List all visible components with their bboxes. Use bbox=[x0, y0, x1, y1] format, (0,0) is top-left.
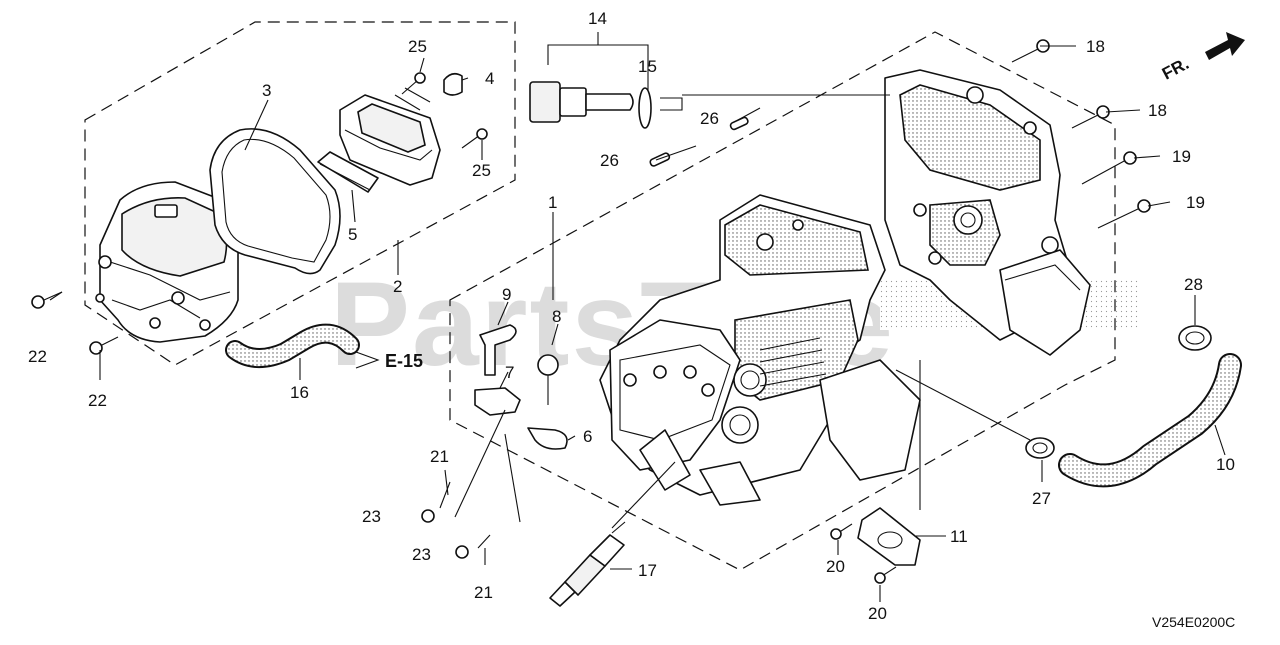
callout-6: 6 bbox=[583, 427, 592, 446]
cylinder-assembly-outline bbox=[449, 31, 1116, 571]
callout-19b: 19 bbox=[1186, 193, 1205, 212]
callout-3: 3 bbox=[262, 81, 271, 100]
callout-11: 11 bbox=[950, 527, 968, 546]
dowel-pins bbox=[649, 116, 749, 167]
hose-clamp-28 bbox=[1178, 325, 1212, 351]
callout-labels: 1 2 3 4 5 6 7 8 9 10 11 14 15 16 17 18 1… bbox=[28, 9, 1235, 623]
callout-18b: 18 bbox=[1148, 101, 1167, 120]
callout-7: 7 bbox=[505, 363, 514, 382]
callout-26b: 26 bbox=[600, 151, 619, 170]
callout-21a: 21 bbox=[430, 447, 449, 466]
breather-housing bbox=[339, 87, 441, 186]
spark-plug bbox=[549, 521, 626, 607]
callout-28: 28 bbox=[1184, 275, 1203, 294]
cylinder-block bbox=[599, 194, 921, 506]
callout-23a: 23 bbox=[362, 507, 381, 526]
oil-filler-cap bbox=[529, 81, 652, 129]
head-cover-gasket bbox=[209, 128, 341, 275]
leader-lines bbox=[49, 32, 1226, 602]
callout-22b: 22 bbox=[88, 391, 107, 410]
callout-27: 27 bbox=[1032, 489, 1051, 508]
cover-assembly-outline bbox=[84, 21, 516, 366]
studs-21-23 bbox=[421, 481, 491, 559]
callout-22a: 22 bbox=[28, 347, 47, 366]
callout-1: 1 bbox=[548, 193, 557, 212]
callout-8: 8 bbox=[552, 307, 561, 326]
callout-25a: 25 bbox=[408, 37, 427, 56]
insulator-plate bbox=[857, 507, 921, 566]
callout-19a: 19 bbox=[1172, 147, 1191, 166]
callout-25b: 25 bbox=[472, 161, 491, 180]
callout-21b: 21 bbox=[474, 583, 493, 602]
bolts-20 bbox=[830, 523, 897, 584]
callout-2: 2 bbox=[393, 277, 402, 296]
callout-18a: 18 bbox=[1086, 37, 1105, 56]
diagram-code: V254E0200C bbox=[1152, 614, 1235, 630]
cylinder-head bbox=[884, 69, 1091, 356]
callout-9: 9 bbox=[502, 285, 511, 304]
callout-20a: 20 bbox=[826, 557, 845, 576]
small-brackets bbox=[474, 324, 568, 450]
cover-bolts bbox=[401, 72, 488, 149]
callout-16: 16 bbox=[290, 383, 309, 402]
head-cover-gasket-inner bbox=[221, 138, 331, 263]
callout-14: 14 bbox=[588, 9, 607, 28]
callout-15: 15 bbox=[638, 57, 657, 76]
bolts-22 bbox=[31, 291, 119, 355]
callout-20b: 20 bbox=[868, 604, 887, 623]
front-arrow-icon bbox=[1205, 32, 1245, 60]
callout-26a: 26 bbox=[700, 109, 719, 128]
hose-clamp-27 bbox=[1025, 437, 1055, 459]
callout-10: 10 bbox=[1216, 455, 1235, 474]
callout-4: 4 bbox=[485, 69, 494, 88]
front-label: FR. bbox=[1159, 54, 1192, 84]
callout-5: 5 bbox=[348, 225, 357, 244]
callout-23b: 23 bbox=[412, 545, 431, 564]
reference-e15: E-15 bbox=[385, 351, 423, 371]
head-cover bbox=[95, 181, 239, 343]
callout-17: 17 bbox=[638, 561, 657, 580]
breather-plate bbox=[317, 151, 379, 193]
